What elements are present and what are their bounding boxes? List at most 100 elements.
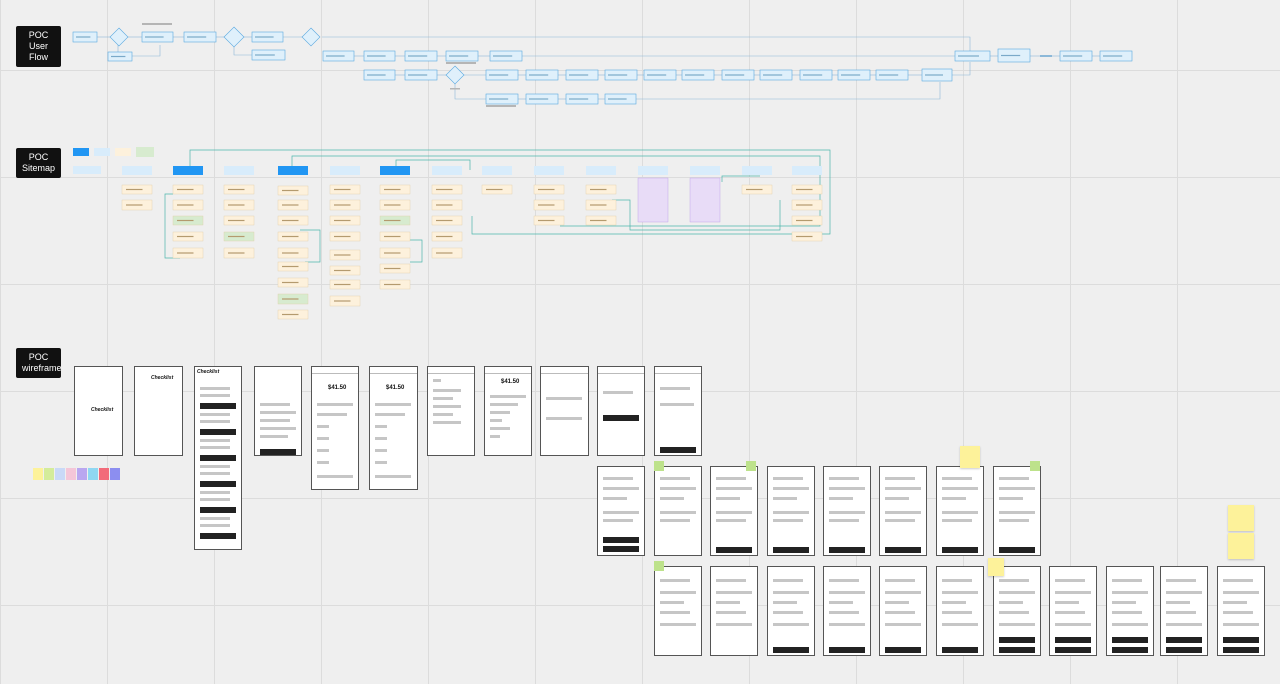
wireframe-screen[interactable]	[767, 466, 815, 556]
placeholder-text	[1055, 579, 1085, 582]
placeholder-text	[375, 437, 387, 440]
wireframe-screen[interactable]	[1106, 566, 1154, 656]
primary-button[interactable]	[1166, 647, 1202, 653]
sitemap-page-text	[746, 188, 763, 191]
primary-button[interactable]	[200, 507, 236, 513]
wireframe-screen[interactable]	[427, 366, 475, 456]
wireframe-screen[interactable]	[710, 466, 758, 556]
sitemap-page-text	[796, 219, 813, 222]
primary-button[interactable]	[1112, 637, 1148, 643]
wireframe-screen[interactable]	[254, 366, 302, 456]
wireframe-screen[interactable]	[767, 566, 815, 656]
primary-button[interactable]	[829, 547, 865, 553]
primary-button[interactable]	[1223, 637, 1259, 643]
primary-button[interactable]	[660, 447, 696, 453]
placeholder-text	[716, 579, 746, 582]
primary-button[interactable]	[942, 647, 978, 653]
primary-button[interactable]	[200, 455, 236, 461]
wireframe-screen[interactable]: $41.50	[484, 366, 532, 456]
color-swatch[interactable]	[88, 468, 98, 480]
sticky-note[interactable]	[1228, 505, 1254, 531]
flow-connector	[636, 82, 941, 100]
placeholder-text	[1055, 611, 1085, 614]
flow-node-text	[608, 98, 627, 100]
sticky-note[interactable]	[1228, 533, 1254, 559]
wireframe-screen[interactable]	[993, 466, 1041, 556]
placeholder-text	[885, 611, 915, 614]
primary-button[interactable]	[829, 647, 865, 653]
color-swatch[interactable]	[110, 468, 120, 480]
primary-button[interactable]	[1055, 647, 1091, 653]
wireframe-screen[interactable]: $41.50	[311, 366, 359, 490]
placeholder-text	[375, 403, 411, 406]
placeholder-text	[829, 477, 859, 480]
placeholder-text	[716, 477, 746, 480]
primary-button[interactable]	[1166, 637, 1202, 643]
color-swatch[interactable]	[66, 468, 76, 480]
placeholder-text	[317, 403, 353, 406]
wireframe-screen[interactable]	[993, 566, 1041, 656]
wireframe-screen[interactable]: $41.50	[369, 366, 418, 490]
primary-button[interactable]	[603, 415, 639, 421]
primary-button[interactable]	[999, 547, 1035, 553]
sitemap-page-text	[538, 219, 555, 222]
primary-button[interactable]	[200, 429, 236, 435]
color-swatch[interactable]	[77, 468, 87, 480]
flow-node-text	[367, 74, 386, 76]
wireframe-screen[interactable]: Checklist	[194, 366, 242, 550]
wireframe-screen[interactable]	[710, 566, 758, 656]
primary-button[interactable]	[200, 481, 236, 487]
primary-button[interactable]	[1055, 637, 1091, 643]
primary-button[interactable]	[999, 637, 1035, 643]
sitemap-connector	[300, 229, 321, 263]
primary-button[interactable]	[885, 647, 921, 653]
color-swatch[interactable]	[99, 468, 109, 480]
flow-node-text	[255, 54, 275, 56]
wireframe-screen[interactable]	[879, 566, 927, 656]
sitemap-page-text	[282, 313, 299, 316]
wireframe-screen[interactable]	[654, 466, 702, 556]
color-swatch[interactable]	[55, 468, 65, 480]
primary-button[interactable]	[773, 547, 809, 553]
sticky-note[interactable]	[960, 446, 980, 468]
sitemap-connector	[408, 239, 423, 263]
wireframe-screen[interactable]	[540, 366, 589, 456]
placeholder-text	[829, 519, 859, 522]
wireframe-screen[interactable]	[654, 566, 702, 656]
wireframe-screen[interactable]	[1049, 566, 1097, 656]
primary-button[interactable]	[942, 547, 978, 553]
wireframe-screen[interactable]	[879, 466, 927, 556]
placeholder-text	[375, 425, 387, 428]
flow-node-text	[958, 55, 979, 57]
wireframe-screen[interactable]: Checklist	[74, 366, 123, 456]
color-swatch[interactable]	[44, 468, 54, 480]
sitemap-page-text	[282, 265, 299, 268]
primary-button[interactable]	[773, 647, 809, 653]
color-swatch[interactable]	[33, 468, 43, 480]
primary-button[interactable]	[200, 403, 236, 409]
wireframe-screen[interactable]	[1217, 566, 1265, 656]
placeholder-text	[999, 487, 1035, 490]
primary-button[interactable]	[200, 533, 236, 539]
wireframe-screen[interactable]	[597, 366, 645, 456]
primary-button[interactable]	[716, 547, 752, 553]
primary-button[interactable]	[1112, 647, 1148, 653]
wireframe-screen[interactable]	[936, 466, 984, 556]
primary-button[interactable]	[885, 547, 921, 553]
placeholder-text	[773, 591, 809, 594]
wireframe-screen[interactable]	[823, 466, 871, 556]
primary-button[interactable]	[603, 546, 639, 552]
wireframe-screen[interactable]	[597, 466, 645, 556]
primary-button[interactable]	[260, 449, 296, 455]
wireframe-screen[interactable]	[936, 566, 984, 656]
placeholder-text	[1112, 611, 1142, 614]
wireframe-screen[interactable]	[1160, 566, 1208, 656]
primary-button[interactable]	[1223, 647, 1259, 653]
wireframe-screen[interactable]	[823, 566, 871, 656]
sticky-note[interactable]	[988, 558, 1004, 576]
primary-button[interactable]	[603, 537, 639, 543]
primary-button[interactable]	[999, 647, 1035, 653]
wireframe-screen[interactable]	[654, 366, 702, 456]
wireframe-screen[interactable]: Checklist	[134, 366, 183, 456]
